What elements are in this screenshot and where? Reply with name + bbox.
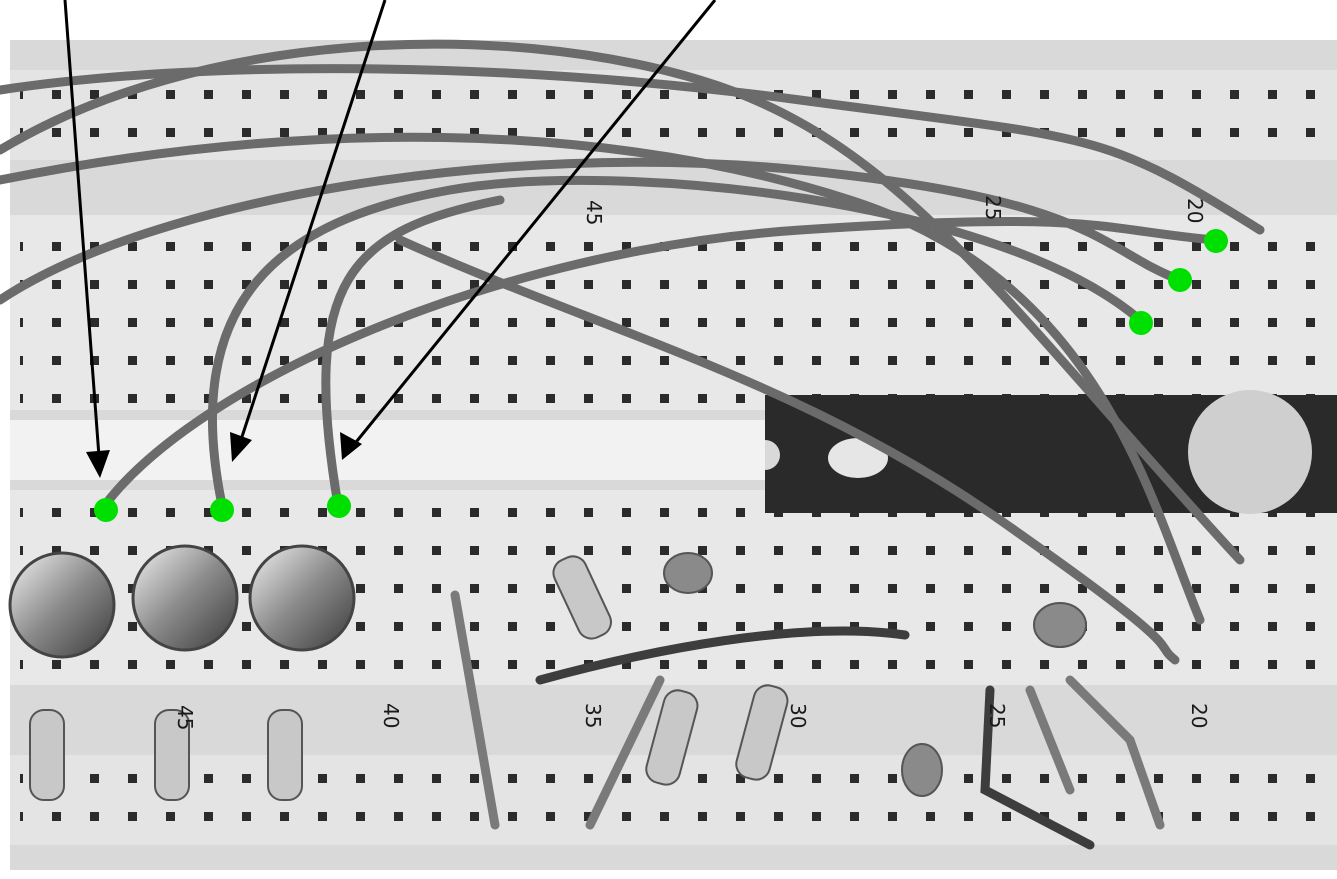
resistor-6 — [735, 684, 789, 781]
top-label-25: 25 — [981, 195, 1005, 220]
row-label-35: 35 — [581, 703, 605, 728]
resistor-4 — [552, 555, 612, 640]
jumper-wires — [0, 39, 1265, 665]
top-label-45: 45 — [582, 200, 606, 225]
arrow-1 — [63, 0, 102, 471]
top-label-20: 20 — [1183, 198, 1207, 223]
resistor-1 — [29, 709, 65, 801]
arrow-heads — [86, 432, 362, 478]
arrowhead-3 — [340, 432, 362, 460]
resistor-5 — [645, 689, 699, 786]
arrow-3 — [346, 0, 717, 453]
row-number-labels: 45 40 35 30 25 20 45 25 20 — [173, 195, 1211, 730]
resistor-2 — [154, 709, 190, 801]
annotation-arrows — [63, 0, 717, 471]
marker-left-1 — [94, 498, 118, 522]
resistor-3 — [267, 709, 303, 801]
led-3 — [248, 544, 356, 652]
short-wires — [450, 590, 1165, 830]
arrow-2 — [235, 0, 387, 453]
arrowhead-1 — [86, 450, 110, 478]
marker-right-3 — [1129, 311, 1153, 335]
resistors — [29, 555, 789, 801]
arrowhead-2 — [230, 432, 252, 462]
marker-right-2 — [1168, 268, 1192, 292]
marker-left-2 — [210, 498, 234, 522]
dark-wires — [535, 626, 1095, 850]
row-label-30: 30 — [786, 703, 810, 728]
led-row — [8, 544, 356, 659]
green-markers — [94, 229, 1228, 522]
capacitor-2 — [1033, 602, 1087, 648]
marker-left-3 — [327, 494, 351, 518]
row-label-45: 45 — [173, 705, 197, 730]
capacitors — [663, 552, 1087, 797]
row-label-40: 40 — [379, 703, 403, 728]
ic-chip — [765, 390, 1337, 514]
capacitor-3 — [901, 743, 943, 797]
capacitor-1 — [663, 552, 713, 594]
marker-right-1 — [1204, 229, 1228, 253]
row-label-25: 25 — [985, 703, 1009, 728]
row-label-20: 20 — [1187, 703, 1211, 728]
led-1 — [8, 551, 116, 659]
led-2 — [131, 544, 239, 652]
